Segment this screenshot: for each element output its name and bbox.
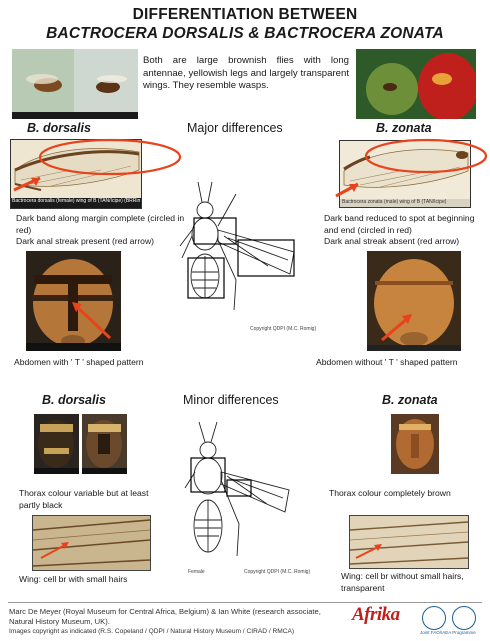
intro-text: Both are large brownish flies with long … [143, 55, 349, 91]
zonata-thorax-image [391, 414, 439, 474]
minor-heading: Minor differences [183, 393, 279, 407]
zonata-abdomen-image [367, 251, 461, 351]
zonata-photo [356, 49, 476, 119]
dorsalis-thorax-text: Thorax colour variable but at least part… [19, 488, 149, 510]
zonata-wing-red-marks [330, 130, 490, 210]
footer-images-credit: Images copyright as indicated (R.S. Cope… [9, 628, 295, 635]
dorsalis-thorax-image-2 [82, 414, 127, 474]
zonata-wing-text-1: Dark band reduced to spot at beginning a… [324, 213, 475, 235]
dorsalis-photo [12, 49, 138, 119]
footer-authors: Marc De Meyer (Royal Museum for Central … [9, 607, 321, 626]
zonata-abdomen-text: Abdomen without ' T ' shaped pattern [316, 357, 458, 367]
logo-subtitle: Joint FAO/IAEA Programme [420, 630, 476, 635]
dorsalis-wing-cell-image [32, 515, 151, 571]
abdomen-red-arrows [0, 290, 490, 350]
dorsalis-wing-red-marks [0, 130, 190, 210]
zonata-wing-text-2: Dark anal streak absent (red arrow) [324, 236, 460, 246]
zonata-wing-cell-image [349, 515, 469, 569]
dorsalis-wing-image [10, 139, 142, 209]
dorsalis-abdomen-text: Abdomen with ' T ' shaped pattern [14, 357, 144, 367]
dorsalis-wing-text-1: Dark band along margin complete (circled… [16, 213, 185, 235]
minor-left-species: B. dorsalis [42, 393, 106, 407]
afrika-logo: Afrika [352, 604, 412, 638]
minor-right-species: B. zonata [382, 393, 438, 407]
dorsalis-thorax-image-1 [34, 414, 79, 474]
major-right-species: B. zonata [376, 121, 432, 135]
zonata-wing-image [339, 140, 471, 208]
minor-figure-label: Female [188, 569, 205, 575]
major-left-species: B. dorsalis [27, 121, 91, 135]
title-line-2: BACTROCERA DORSALIS & BACTROCERA ZONATA [46, 25, 444, 42]
minor-copyright: Copyright QDPI (M.C. Romig) [244, 569, 311, 575]
fly-diagram-major [178, 180, 304, 330]
dorsalis-wing-caption: Bactrocera dorsalis (female) wing of B (… [12, 198, 140, 204]
iaea-logo-icon [452, 606, 476, 630]
major-heading: Major differences [187, 121, 283, 135]
footer-divider [8, 602, 482, 603]
title-line-1: DIFFERENTIATION BETWEEN [132, 6, 358, 23]
dorsalis-wing-cell-text: Wing: cell br with small hairs [19, 574, 128, 584]
major-copyright: Copyright QDPI (M.C. Romig) [250, 326, 317, 332]
zonata-wing-cell-text: Wing: cell br without small hairs, trans… [341, 571, 464, 593]
zonata-wing-caption: Bactrocera zonata (male) wing of B (TAN/… [342, 199, 447, 205]
dorsalis-wing-text-2: Dark anal streak present (red arrow) [16, 236, 155, 246]
fly-diagram-minor [183, 420, 293, 580]
fao-logo-icon [422, 606, 446, 630]
zonata-thorax-text: Thorax colour completely brown [329, 488, 451, 498]
afrika-logo-text: Afrika [352, 604, 400, 625]
